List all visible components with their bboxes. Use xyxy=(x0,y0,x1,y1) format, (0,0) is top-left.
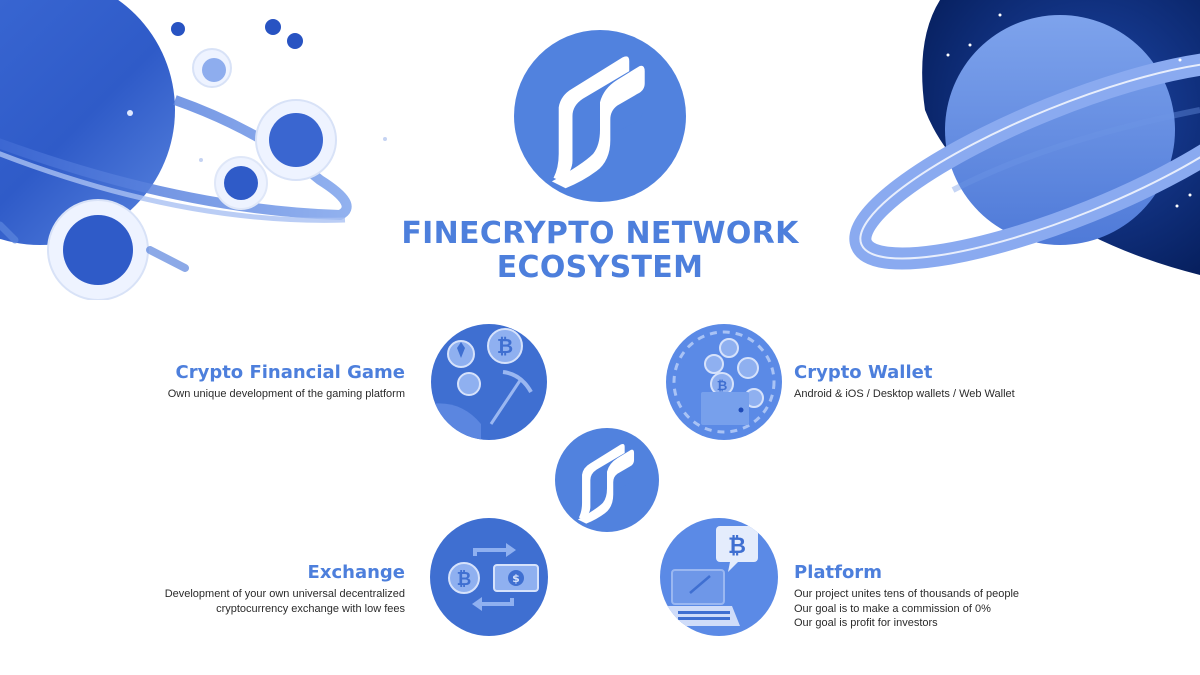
svg-text:₿: ₿ xyxy=(717,379,728,394)
laptop-bitcoin-icon: ₿ xyxy=(660,518,778,636)
right-planet-illustration xyxy=(849,0,1200,275)
left-planet-illustration xyxy=(0,0,387,300)
feature-desc: Own unique development of the gaming pla… xyxy=(167,388,405,400)
feature-platform: Platform Our project unites tens of thou… xyxy=(794,562,1114,631)
wallet-coins-icon: ₿ xyxy=(666,324,782,440)
feature-title: Crypto Financial Game xyxy=(175,362,406,383)
exchange-bitcoin-dollar-icon: ₿ $ xyxy=(430,518,548,636)
title-line-1: FINECRYPTO NETWORK xyxy=(401,216,799,251)
finecrypto-logo-icon xyxy=(514,30,686,202)
feature-title: Platform xyxy=(794,562,882,583)
feature-crypto-wallet: Crypto Wallet Android & iOS / Desktop wa… xyxy=(794,362,1114,402)
page-title: FINECRYPTO NETWORK ECOSYSTEM xyxy=(0,217,1200,285)
finecrypto-logo-small-icon xyxy=(555,428,659,532)
mining-pickaxe-coins-icon: ₿ xyxy=(431,324,547,440)
svg-text:₿: ₿ xyxy=(457,569,472,590)
feature-desc: cryptocurrency exchange with low fees xyxy=(216,602,405,615)
feature-title: Crypto Wallet xyxy=(794,362,933,383)
feature-desc: Development of your own universal decent… xyxy=(164,588,405,600)
svg-text:₿: ₿ xyxy=(497,334,513,358)
svg-text:$: $ xyxy=(512,572,520,585)
feature-desc: Our project unites tens of thousands of … xyxy=(794,588,1020,600)
feature-desc: Our goal is to make a commission of 0% xyxy=(794,602,991,615)
feature-crypto-financial-game: Crypto Financial Game Own unique develop… xyxy=(100,362,405,402)
feature-title: Exchange xyxy=(307,562,405,583)
title-line-2: ECOSYSTEM xyxy=(496,250,704,285)
feature-desc: Android & iOS / Desktop wallets / Web Wa… xyxy=(794,388,1015,400)
feature-desc: Our goal is profit for investors xyxy=(794,617,938,629)
feature-exchange: Exchange Development of your own univers… xyxy=(100,562,405,616)
svg-text:₿: ₿ xyxy=(728,534,746,559)
